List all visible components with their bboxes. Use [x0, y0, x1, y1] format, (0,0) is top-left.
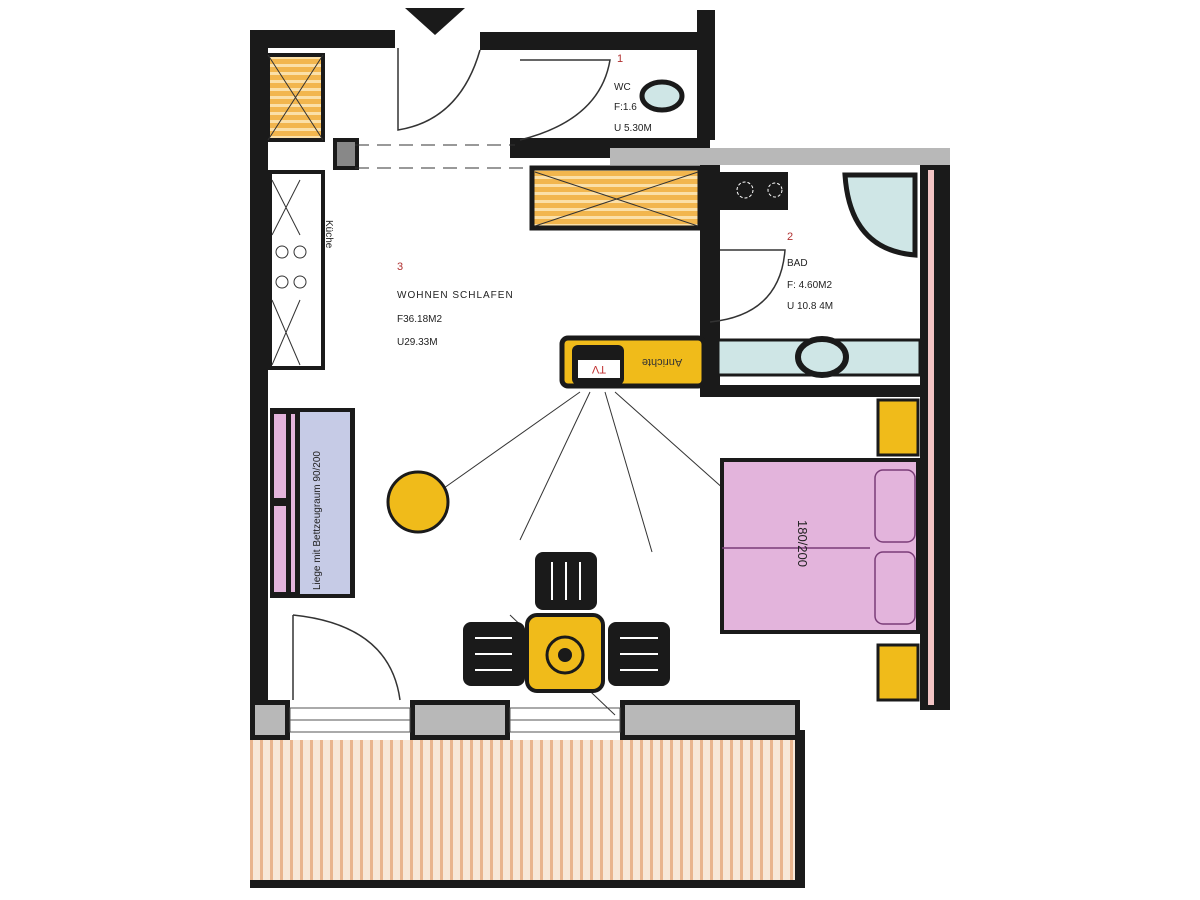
- room-name: WOHNEN SCHLAFEN: [397, 290, 514, 301]
- toilet-icon: [639, 79, 685, 113]
- room-number: 3: [397, 261, 403, 273]
- room-perimeter: U29.33M: [397, 337, 438, 348]
- double-bed: [720, 458, 920, 634]
- balcony: [250, 740, 800, 888]
- balcony-railing: [250, 880, 805, 888]
- room-number: 2: [787, 231, 793, 243]
- room-perimeter: U 5.30M: [614, 123, 652, 134]
- kitchen-counter: [268, 170, 325, 370]
- balcony-door[interactable]: [292, 614, 401, 701]
- wc-door[interactable]: [519, 59, 611, 141]
- sideboard-label: Anrichte: [642, 356, 682, 368]
- tv-view-lines: [419, 391, 726, 553]
- column: [333, 138, 359, 170]
- nightstand: [876, 398, 920, 457]
- round-table: [386, 470, 450, 534]
- sink-icon: [795, 336, 849, 378]
- shower-icon: [842, 172, 918, 258]
- bath-door[interactable]: [709, 249, 786, 323]
- room-perimeter: U 10.8 4M: [787, 301, 833, 312]
- storage: [529, 165, 703, 231]
- wall-column: [415, 705, 505, 735]
- window: [289, 707, 621, 733]
- nightstand: [876, 643, 920, 702]
- bed-label: 180/200: [795, 520, 810, 567]
- entrance-arrow-icon: [405, 8, 465, 35]
- room-area: F:1.6: [614, 102, 637, 113]
- wall-column: [255, 705, 285, 735]
- stove-icon: [275, 245, 307, 289]
- dining-set: [463, 552, 670, 693]
- wall-column: [625, 705, 795, 735]
- room-name: BAD: [787, 258, 808, 269]
- gray-strip: [610, 148, 950, 165]
- room-number: 1: [617, 53, 623, 65]
- room-name: WC: [614, 82, 631, 93]
- tv-label: TV: [591, 363, 606, 375]
- kitchen-label: Küche: [323, 220, 334, 249]
- room-area: F: 4.60M2: [787, 280, 832, 291]
- room-area: F36.18M2: [397, 314, 442, 325]
- balcony-wall: [795, 730, 805, 888]
- sofa-label: Liege mit Bettzeugraum 90/200: [312, 451, 323, 590]
- entrance-door[interactable]: [397, 48, 481, 131]
- outer-wall-insulation: [928, 170, 934, 705]
